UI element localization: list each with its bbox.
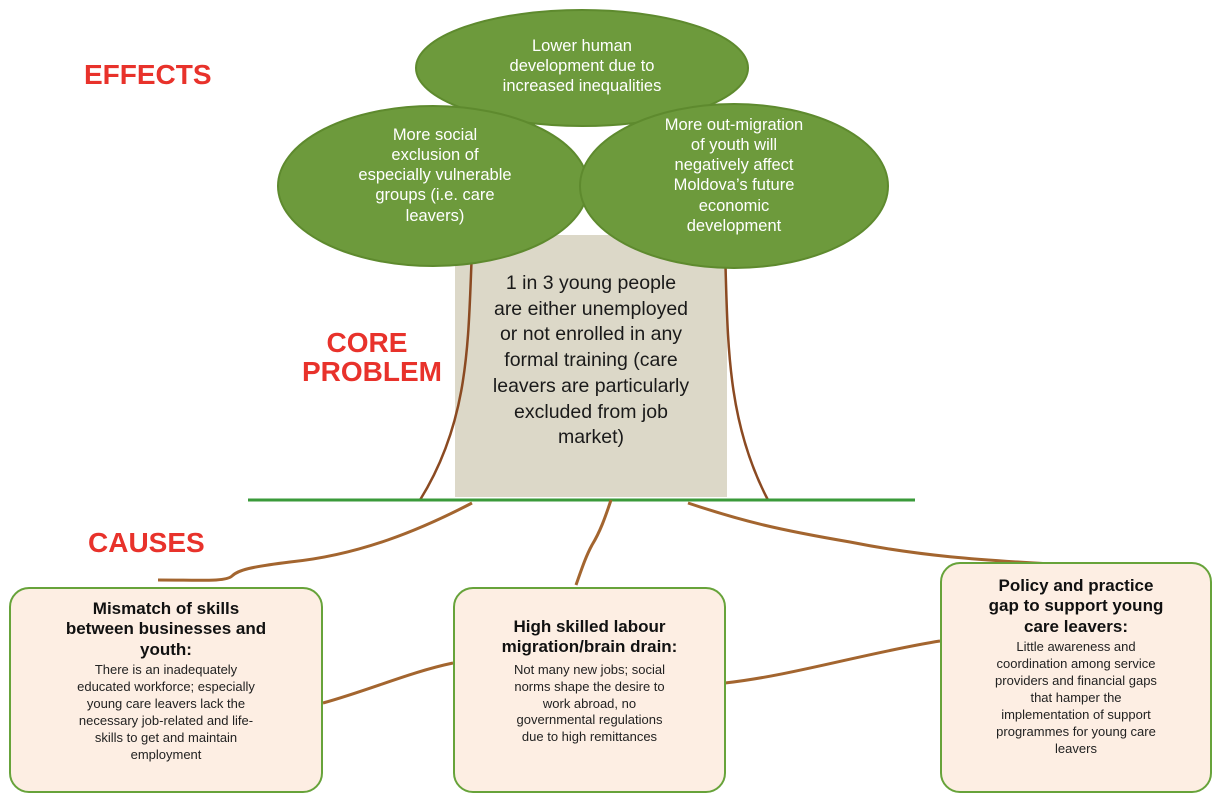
core-problem-text: 1 in 3 young people are either unemploye…	[455, 271, 727, 451]
text-line: providers and financial gaps	[995, 672, 1157, 688]
root-middle	[574, 499, 613, 586]
cause-body: There is an inadequately educated workfo…	[11, 662, 321, 763]
cause-body: Not many new jobs; social norms shape th…	[455, 662, 724, 746]
text-line: Not many new jobs; social	[513, 661, 665, 677]
effects-label: EFFECTS	[84, 59, 212, 90]
effect-leaf-right	[579, 103, 889, 269]
text-line: increased inequalities	[502, 77, 662, 96]
text-line: young care leavers lack the	[86, 695, 246, 711]
effect-right-text: More out-migration of youth will negativ…	[624, 115, 844, 236]
text-line: groups (i.e. care	[375, 186, 495, 205]
text-line: market)	[557, 426, 625, 449]
text-line: leavers are particularly	[492, 374, 690, 397]
cause-box-policy-gap: Policy and practice gap to support young…	[940, 562, 1212, 793]
text-line: that hamper the	[1030, 689, 1122, 705]
text-line: work abroad, no	[542, 695, 637, 711]
text-line: norms shape the desire to	[514, 678, 665, 694]
text-line: economic	[698, 196, 770, 215]
text-line: implementation of support	[1001, 706, 1151, 722]
cause-title: Mismatch of skills between businesses an…	[11, 599, 321, 660]
text-line: youth:	[140, 639, 192, 659]
text-line: gap to support young	[988, 596, 1164, 616]
problem-label-line: PROBLEM	[302, 356, 442, 388]
core-problem-label: CORE PROBLEM	[302, 327, 442, 388]
text-line: between businesses and	[65, 619, 267, 639]
text-line: More out-migration	[664, 116, 804, 134]
text-line: There is an inadequately	[94, 662, 238, 678]
cause-title: Policy and practice gap to support young…	[942, 576, 1210, 637]
trunk-outline-right	[723, 249, 770, 501]
text-line: employment	[130, 746, 202, 762]
text-line: are either unemployed	[493, 297, 689, 320]
causes-label: CAUSES	[88, 527, 205, 558]
effect-leaf-top	[415, 9, 749, 127]
text-line: care leavers:	[1024, 616, 1128, 636]
text-line: or not enrolled in any	[499, 323, 683, 346]
text-line: due to high remittances	[521, 729, 658, 745]
core-label-line: CORE	[326, 327, 408, 358]
text-line: exclusion of	[391, 146, 479, 165]
text-line: negatively affect	[674, 156, 794, 175]
effect-left-text: More social exclusion of especially vuln…	[330, 125, 540, 226]
text-line: development	[686, 216, 782, 235]
cause-box-skills-mismatch: Mismatch of skills between businesses an…	[9, 587, 323, 793]
text-line: 1 in 3 young people	[505, 272, 677, 294]
text-line: leavers	[1055, 740, 1097, 756]
text-line: Lower human	[532, 37, 632, 55]
text-line: migration/brain drain:	[501, 637, 678, 657]
text-line: development due to	[509, 57, 655, 76]
root-left	[157, 501, 473, 582]
text-line: Policy and practice	[998, 576, 1154, 595]
root-right	[687, 501, 1051, 566]
text-line: Little awareness and	[1016, 639, 1136, 655]
text-line: Mismatch of skills	[92, 599, 240, 618]
text-line: of youth will	[690, 136, 778, 155]
text-line: High skilled labour	[513, 617, 666, 636]
cause-body: Little awareness and coordination among …	[942, 639, 1210, 757]
text-line: coordination among service	[996, 656, 1156, 672]
text-line: Moldova’s future	[673, 176, 795, 195]
cause-title: High skilled labour migration/brain drai…	[455, 617, 724, 658]
link-cause-1-2	[322, 661, 454, 705]
effect-top-text: Lower human development due to increased…	[460, 36, 704, 96]
trunk-box	[455, 235, 727, 497]
trunk-outline-left	[418, 249, 474, 501]
text-line: governmental regulations	[516, 712, 663, 728]
link-cause-2-3	[724, 639, 941, 685]
text-line: especially vulnerable	[358, 166, 512, 185]
text-line: programmes for young care	[996, 723, 1156, 739]
text-line: excluded from job	[514, 400, 668, 423]
cause-box-brain-drain: High skilled labour migration/brain drai…	[453, 587, 726, 793]
text-line: skills to get and maintain	[94, 729, 238, 745]
text-line: formal training (care	[504, 349, 678, 372]
text-line: More social	[392, 126, 478, 144]
text-line: educated workforce; especially	[77, 679, 255, 695]
text-line: necessary job-related and life-	[78, 712, 254, 728]
text-line: leavers)	[405, 206, 465, 225]
